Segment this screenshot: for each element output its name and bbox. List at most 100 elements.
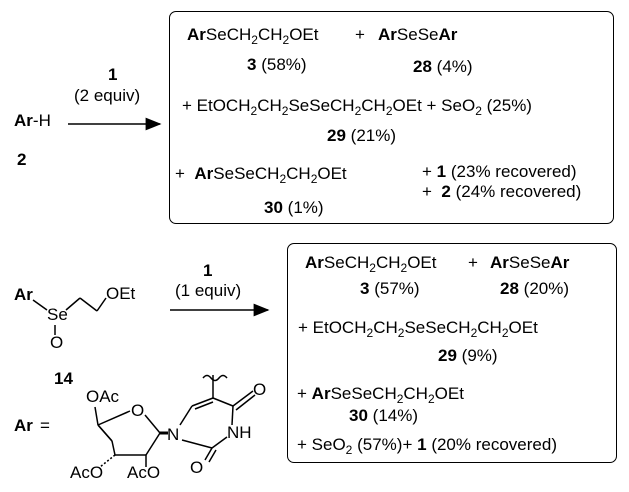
r2-p30-num: 30 (349, 406, 368, 425)
r1-rec1-num: 1 (436, 162, 447, 181)
r1-p30-num: 30 (264, 198, 283, 217)
r1-rec1-text: (23% recovered) (450, 162, 577, 181)
r2-p3-a: SeCH (323, 253, 370, 272)
r2-product-last-line: + SeO2 (57%)+ 1 (20% recovered) (297, 435, 557, 457)
r2-l2-c: SeSeCH (404, 318, 471, 337)
r2-p3-b: CH (375, 253, 401, 272)
r2-label-3: 3 (57%) (360, 279, 420, 299)
r2-product-3: ArSeCH2CH2OEt (305, 253, 437, 275)
r1-l3-plus: + (175, 164, 185, 183)
r2-last-plus: + SeO (297, 435, 346, 454)
r1-start-ar: Ar (14, 111, 33, 130)
ar-def-equals: = (40, 416, 50, 435)
r2-p3-ar: Ar (305, 253, 324, 272)
r2-l2-b: CH (373, 318, 398, 337)
ar-def-o-bottom: O (190, 458, 204, 477)
r2-p30-a: SeSeCH (330, 384, 397, 403)
r2-start-o: O (50, 333, 64, 352)
r2-p29-yield: (9%) (461, 346, 498, 365)
r2-l2-e: OEt (508, 318, 538, 337)
r1-plus-1: + (355, 25, 365, 44)
r2-p30-c: OEt (434, 384, 464, 403)
r1-l2-d: CH (361, 96, 386, 115)
r2-p28-ar2: Ar (550, 253, 570, 272)
r1-p30-yield: (1%) (287, 198, 324, 217)
r2-last-sub: 2 (345, 443, 353, 457)
r2-l2-s4: 2 (501, 326, 509, 340)
r2-p28-ar1: Ar (490, 253, 509, 272)
r1-l2-c: SeSeCH (288, 96, 355, 115)
r1-product-28: ArSeSeAr (378, 25, 457, 45)
r1-p3-sub1: 2 (251, 33, 258, 47)
ar-def-label: Ar (14, 416, 33, 435)
r1-p29-num: 29 (327, 126, 346, 145)
r2-p30-yield: (14%) (372, 406, 419, 425)
r1-l2-yield: (25%) (486, 96, 532, 115)
r2-p3-yield: (57%) (374, 279, 420, 298)
r1-reagent-number: 1 (108, 65, 118, 84)
r1-product-3: ArSeCH2CH2OEt (187, 25, 319, 47)
r2-p3-s1: 2 (369, 261, 376, 275)
r1-l2-s1: 2 (250, 104, 258, 118)
r2-product-30: + ArSeSeCH2CH2OEt (297, 384, 464, 406)
ar-def-o-top: O (253, 380, 267, 399)
compound-14-bonds (32, 297, 107, 335)
r2-product-28: ArSeSeAr (490, 253, 569, 273)
nucleoside-structure (94, 374, 256, 468)
r1-label-30: 30 (1%) (264, 198, 324, 218)
ar-def-n1: N (167, 425, 180, 444)
r1-label-29: 29 (21%) (327, 126, 396, 146)
r1-p30-b: CH (286, 164, 311, 183)
r2-label-28: 28 (20%) (500, 279, 569, 299)
r1-p30-c: OEt (317, 164, 347, 183)
r1-label-28: 28 (4%) (413, 57, 473, 77)
r1-recovered-2: + 2 (24% recovered) (422, 182, 581, 202)
r2-l2-a: + EtOCH (298, 318, 367, 337)
r2-start-ar: Ar (14, 285, 33, 304)
r2-p30-b: CH (403, 384, 428, 403)
r1-rec2-plus: + (422, 182, 432, 201)
r1-reagent-equiv: (2 equiv) (74, 86, 141, 105)
r1-start-material: Ar-H (14, 111, 51, 131)
r2-plus-1: + (468, 253, 478, 272)
r2-last-text: (20% recovered) (431, 435, 557, 454)
r1-l2-s4: 2 (385, 104, 393, 118)
ar-def-oac: OAc (86, 387, 120, 406)
r1-products-box (169, 11, 614, 224)
r2-p29-num: 29 (438, 346, 457, 365)
r2-l2-s3: 2 (470, 326, 478, 340)
r2-p3-num: 3 (360, 279, 370, 298)
r1-p28-num: 28 (413, 57, 432, 76)
r2-start-oet: OEt (106, 284, 136, 303)
r1-l2-a: + EtOCH (182, 96, 251, 115)
r1-product-line2: + EtOCH2CH2SeSeCH2CH2OEt + SeO2 (25%) (182, 96, 532, 118)
r1-l2-b: CH (257, 96, 282, 115)
r1-p30-ar: Ar (194, 164, 214, 183)
r1-recovered-1: + 1 (23% recovered) (422, 162, 577, 182)
r2-p3-c: OEt (407, 253, 437, 272)
r1-p30-s1: 2 (279, 172, 287, 186)
r2-p28-num: 28 (500, 279, 519, 298)
r1-rec2-text: (24% recovered) (455, 182, 582, 201)
r2-l2-d: CH (477, 318, 502, 337)
r1-p3-CH: CH (257, 25, 283, 44)
ar-def-ring-o: O (131, 401, 145, 420)
r2-last-num: 1 (417, 435, 427, 454)
r2-p30-s1: 2 (396, 392, 404, 406)
r1-p3-sub2: 2 (282, 33, 290, 47)
r2-last-yield: (57%)+ (357, 435, 413, 454)
r1-l2-s3: 2 (354, 104, 362, 118)
r1-p28-ar1: Ar (378, 25, 397, 44)
r2-p28-yield: (20%) (523, 279, 570, 298)
r1-l2-s5: 2 (475, 104, 482, 118)
r2-p30-ar: Ar (311, 384, 331, 403)
r1-p3-seCH: SeCH (205, 25, 252, 44)
r1-p3-yield: (58%) (261, 55, 307, 74)
r2-products-box (287, 243, 617, 463)
r2-l4-plus: + (297, 384, 307, 403)
r2-label-30: 30 (14%) (349, 406, 418, 426)
r1-product-30: + ArSeSeCH2CH2OEt (175, 164, 347, 186)
ar-def-nh: NH (227, 423, 252, 442)
r2-product-line2: + EtOCH2CH2SeSeCH2CH2OEt (298, 318, 538, 340)
